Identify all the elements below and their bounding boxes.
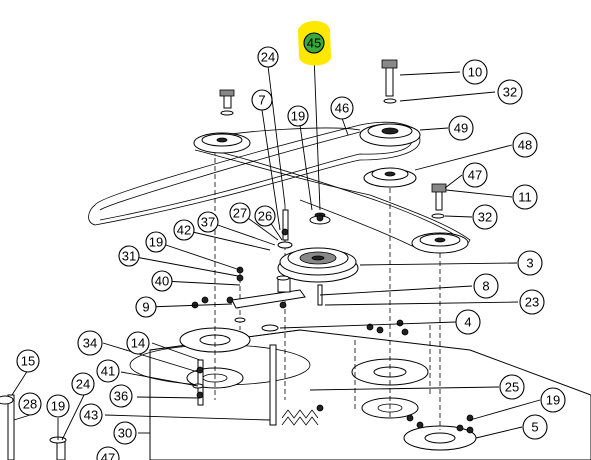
callout-3: 3 bbox=[517, 250, 543, 276]
idler-arm bbox=[231, 275, 306, 309]
callout-49: 49 bbox=[448, 115, 474, 141]
callout-15: 15 bbox=[16, 349, 40, 373]
callout-27: 27 bbox=[229, 202, 251, 224]
callout-4: 4 bbox=[455, 309, 481, 335]
housing-bolts bbox=[191, 296, 474, 432]
callout-label: 43 bbox=[84, 408, 98, 423]
pulley-left bbox=[193, 132, 251, 154]
callout-23: 23 bbox=[519, 289, 545, 315]
callout-label: 45 bbox=[307, 36, 321, 51]
callout-label: 24 bbox=[76, 377, 90, 392]
callout-label: 32 bbox=[503, 85, 517, 100]
callout-label: 9 bbox=[142, 300, 149, 315]
callout-label: 15 bbox=[21, 354, 35, 369]
callout-7: 7 bbox=[251, 89, 273, 111]
pulley-48 bbox=[363, 167, 417, 188]
callout-label: 26 bbox=[258, 209, 272, 224]
callout-label: 34 bbox=[83, 336, 97, 351]
callout-label: 31 bbox=[122, 249, 136, 264]
pulley-right bbox=[411, 232, 469, 254]
callout-label: 36 bbox=[114, 389, 128, 404]
callout-36: 36 bbox=[109, 384, 133, 408]
callout-37: 37 bbox=[197, 211, 219, 233]
callout-41: 41 bbox=[96, 359, 120, 383]
callout-label: 47 bbox=[468, 168, 482, 183]
callout-label: 48 bbox=[518, 138, 532, 153]
callout-19: 19 bbox=[46, 394, 70, 418]
callout-11: 11 bbox=[512, 184, 538, 210]
callout-25: 25 bbox=[499, 374, 525, 400]
leader-lines bbox=[11, 54, 541, 441]
callout-label: 24 bbox=[261, 50, 275, 65]
callout-label: 42 bbox=[177, 223, 191, 238]
callout-10: 10 bbox=[462, 59, 488, 85]
callout-label: 47 bbox=[101, 451, 115, 460]
spindle-housing-front bbox=[403, 425, 477, 451]
callout-label: 11 bbox=[518, 190, 532, 205]
callout-30: 30 bbox=[113, 421, 137, 445]
callout-label: 27 bbox=[233, 206, 247, 221]
callout-19: 19 bbox=[287, 105, 309, 127]
callout-label: 25 bbox=[505, 380, 519, 395]
callout-48: 48 bbox=[512, 132, 538, 158]
callout-32: 32 bbox=[497, 79, 523, 105]
callout-label: 8 bbox=[482, 279, 489, 294]
callout-label: 4 bbox=[464, 315, 471, 330]
callout-34: 34 bbox=[77, 330, 103, 356]
callout-label: 37 bbox=[201, 215, 215, 230]
pulley-drive-3 bbox=[277, 247, 359, 283]
tension-spring bbox=[281, 409, 319, 426]
callout-24: 24 bbox=[71, 372, 95, 396]
callout-14: 14 bbox=[126, 331, 150, 355]
callout-label: 32 bbox=[478, 210, 492, 225]
callout-label: 14 bbox=[131, 336, 145, 351]
callout-label: 30 bbox=[118, 426, 132, 441]
callout-47: 47 bbox=[96, 446, 120, 460]
washers bbox=[0, 98, 445, 444]
callout-label: 19 bbox=[546, 393, 560, 408]
callouts: 45 24 10 32 7 19 46 49 48 47 11 32 27 26… bbox=[16, 21, 566, 460]
callout-label: 49 bbox=[454, 121, 468, 136]
callout-label: 28 bbox=[23, 397, 37, 412]
callout-26: 26 bbox=[254, 205, 276, 227]
callout-31: 31 bbox=[118, 245, 140, 267]
callout-label: 19 bbox=[291, 109, 305, 124]
callout-19: 19 bbox=[145, 231, 167, 253]
callout-46: 46 bbox=[330, 96, 354, 120]
pulley-49 bbox=[359, 123, 421, 147]
callout-8: 8 bbox=[473, 273, 499, 299]
callout-32: 32 bbox=[472, 204, 498, 230]
callout-5: 5 bbox=[522, 414, 548, 440]
callout-label: 46 bbox=[335, 101, 349, 116]
callout-42: 42 bbox=[173, 219, 195, 241]
callout-45-highlighted: 45 bbox=[298, 21, 331, 66]
callout-43: 43 bbox=[79, 403, 103, 427]
callout-label: 19 bbox=[149, 235, 163, 250]
callout-24: 24 bbox=[257, 46, 279, 68]
callout-47: 47 bbox=[462, 162, 488, 188]
callout-label: 41 bbox=[101, 364, 115, 379]
callout-9: 9 bbox=[135, 296, 157, 318]
callout-40: 40 bbox=[151, 270, 173, 292]
callout-label: 10 bbox=[468, 65, 482, 80]
callout-label: 19 bbox=[51, 399, 65, 414]
callout-19: 19 bbox=[540, 387, 566, 413]
callout-label: 40 bbox=[155, 274, 169, 289]
callout-label: 3 bbox=[526, 256, 533, 271]
callout-label: 23 bbox=[525, 295, 539, 310]
callout-28: 28 bbox=[18, 392, 42, 416]
callout-label: 5 bbox=[531, 420, 538, 435]
callout-label: 7 bbox=[258, 93, 265, 108]
